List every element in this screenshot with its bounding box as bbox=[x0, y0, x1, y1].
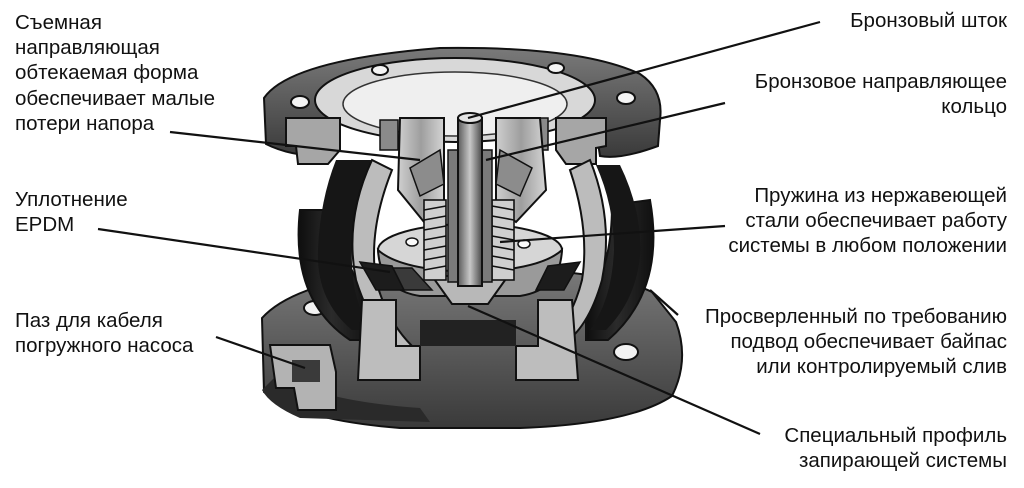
callout-steel-spring: Пружина из нержавеющей стали обеспечивае… bbox=[728, 183, 1007, 259]
leader-bronze-ring bbox=[485, 101, 726, 162]
callout-line: Съемная bbox=[15, 11, 102, 34]
callout-line: или контролируемый слив bbox=[756, 355, 1007, 379]
leader-removable-guide bbox=[169, 130, 421, 162]
callout-line: EPDM bbox=[15, 213, 75, 237]
callout-line: Просверленный по требованию bbox=[705, 305, 1007, 328]
leader-special-profile bbox=[467, 304, 761, 436]
callout-line: Бронзовый шток bbox=[850, 9, 1007, 32]
callout-line: Специальный профиль bbox=[784, 424, 1007, 447]
leader-steel-spring bbox=[499, 224, 726, 244]
leader-epdm-seal bbox=[97, 227, 391, 274]
removable-guide bbox=[396, 117, 548, 224]
callout-line: погружного насоса bbox=[15, 334, 194, 358]
callout-line: подвод обеспечивает байпас bbox=[730, 330, 1007, 354]
callout-special-profile: Специальный профиль запирающей системы bbox=[784, 423, 1007, 473]
callout-line: Бронзовое направляющее bbox=[754, 70, 1007, 93]
callout-line: стали обеспечивает работу bbox=[745, 209, 1007, 233]
callout-line: направляющая bbox=[15, 36, 160, 60]
callout-cable-groove: Паз для кабеля погружного насоса bbox=[15, 308, 193, 358]
leader-cable-groove bbox=[215, 335, 306, 370]
callout-line: Паз для кабеля bbox=[15, 309, 163, 332]
callout-line: обеспечивает малые bbox=[15, 86, 215, 110]
leader-bronze-stem bbox=[467, 20, 821, 120]
callout-bronze-stem: Бронзовый шток bbox=[850, 8, 1007, 33]
callout-line: системы в любом положении bbox=[728, 234, 1007, 258]
callout-line: обтекаемая форма bbox=[15, 61, 199, 85]
callout-line: запирающей системы bbox=[798, 449, 1007, 473]
callout-line: потери напора bbox=[15, 111, 155, 135]
callout-bypass-port: Просверленный по требованию подвод обесп… bbox=[705, 304, 1007, 380]
callout-removable-guide: Съемная направляющая обтекаемая форма об… bbox=[15, 10, 215, 136]
steel-spring bbox=[423, 199, 515, 281]
callout-bronze-ring: Бронзовое направляющее кольцо bbox=[755, 69, 1007, 119]
leader-bypass-port bbox=[649, 289, 679, 316]
callout-line: Пружина из нержавеющей bbox=[754, 184, 1007, 207]
bronze-stem bbox=[457, 112, 483, 287]
callout-epdm-seal: Уплотнение EPDM bbox=[15, 187, 128, 237]
leader-lines bbox=[97, 20, 821, 436]
callout-line: Уплотнение bbox=[15, 188, 128, 211]
valve-body bbox=[297, 160, 655, 341]
callout-line: кольцо bbox=[941, 95, 1007, 119]
